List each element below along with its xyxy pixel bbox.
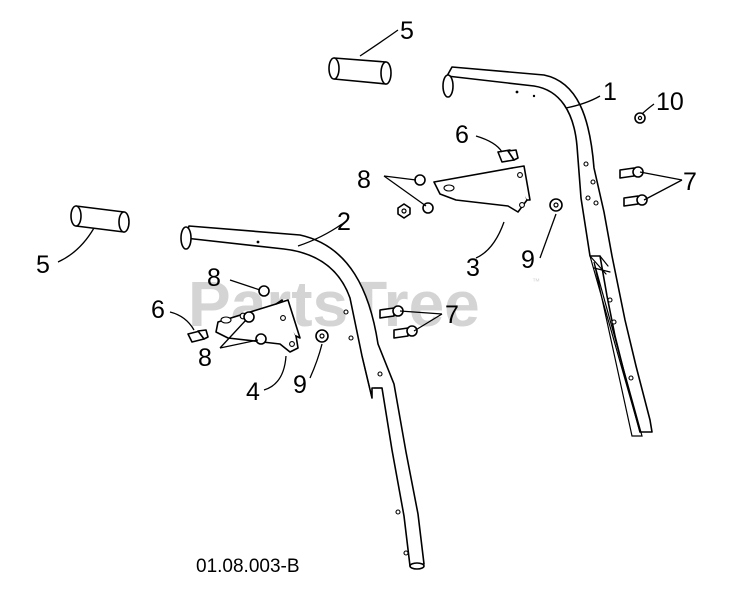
nuts-lower (243, 285, 270, 345)
nuts-upper (397, 174, 434, 219)
callout-8-lower-top: 8 (207, 264, 221, 292)
grip-top (328, 57, 392, 85)
handle-upper-right (442, 66, 653, 437)
callout-7-right: 7 (683, 168, 697, 196)
leader-lines (57, 29, 683, 391)
handle-upper-left (180, 225, 425, 570)
grip-left (70, 205, 130, 233)
bracket-left (215, 299, 301, 353)
callout-2: 2 (337, 208, 351, 236)
bolt-lower (187, 329, 209, 343)
callout-5-left: 5 (36, 251, 50, 279)
bracket-right (433, 165, 531, 213)
washer-left (315, 329, 329, 343)
callout-7-center: 7 (445, 301, 459, 329)
watermark-trademark: ™ (532, 277, 540, 286)
carriage-bolts-right (619, 166, 648, 207)
callout-8-upper: 8 (357, 166, 371, 194)
callout-9-left: 9 (293, 371, 307, 399)
washer-small (634, 112, 646, 124)
carriage-bolts-center (379, 305, 418, 339)
callout-1: 1 (603, 78, 617, 106)
bolt-upper (497, 149, 519, 163)
callout-9-right: 9 (521, 246, 535, 274)
callout-5-top: 5 (400, 17, 414, 45)
washer-right (549, 198, 563, 212)
callout-6-lower: 6 (151, 296, 165, 324)
callout-10: 10 (656, 88, 684, 116)
drawing-code: 01.08.003-B (196, 556, 300, 577)
callout-6-upper: 6 (455, 121, 469, 149)
callout-8-lower-bottom: 8 (198, 344, 212, 372)
callout-3: 3 (466, 254, 480, 282)
callout-4: 4 (246, 378, 260, 406)
